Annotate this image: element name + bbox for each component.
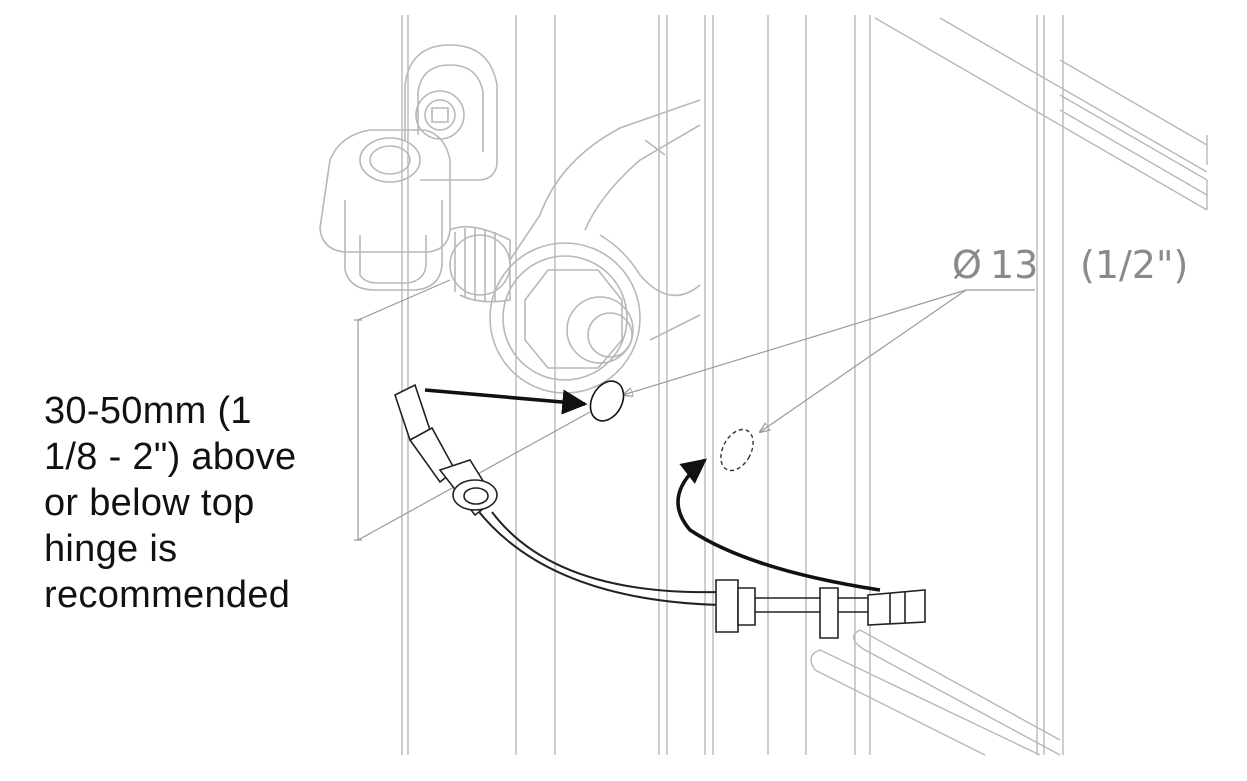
drill-hole-lower <box>720 428 754 472</box>
diameter-leader-lines <box>623 289 1035 432</box>
diameter-value: 13 <box>990 243 1039 287</box>
drill-hole-upper <box>589 380 625 422</box>
insertion-arrows <box>424 388 881 592</box>
diameter-imperial: (1/2") <box>1080 243 1189 287</box>
mounting-position-note: 30-50mm (1 1/8 - 2") above or below top … <box>44 390 297 616</box>
diameter-symbol: Ø <box>952 243 982 287</box>
sensor-cable-assembly <box>394 383 926 639</box>
gate-frame <box>401 15 1208 756</box>
gate-hinge <box>319 44 701 394</box>
